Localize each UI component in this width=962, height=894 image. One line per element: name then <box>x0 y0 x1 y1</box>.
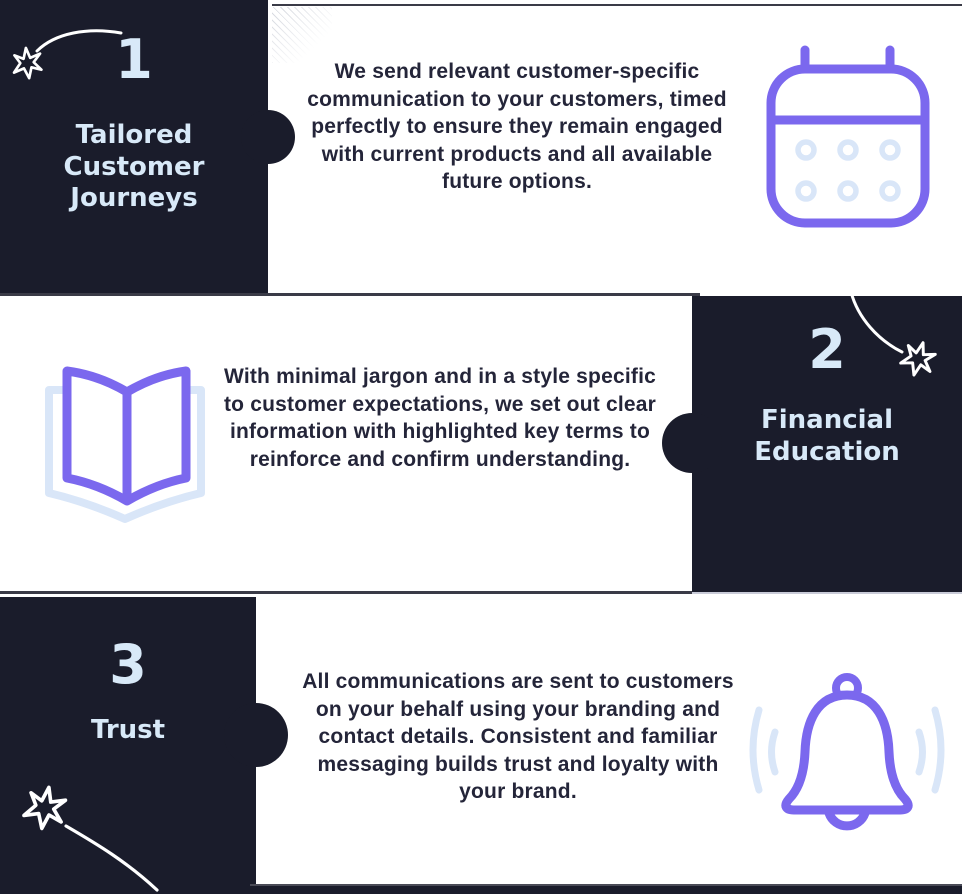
bottom-dark-bar <box>0 886 962 894</box>
bell-icon <box>749 673 945 831</box>
section1-whitebox-top-border <box>272 4 962 6</box>
section3-title: Trust <box>90 715 166 745</box>
section2-text: With minimal jargon and in a style speci… <box>223 365 657 471</box>
section1-dark-panel <box>0 0 268 293</box>
section1-text: We send relevant customer-specific commu… <box>307 60 727 193</box>
section2-number: 2 <box>808 318 846 381</box>
shooting-star-icon <box>22 785 159 892</box>
section3-number: 3 <box>109 633 147 696</box>
shooting-star-icon <box>849 292 937 377</box>
section1-title: Tailored Customer Journeys <box>63 120 205 214</box>
section1-panel-bump <box>241 110 295 164</box>
shooting-star-icon <box>12 29 123 80</box>
section3-whitebox-top-edge <box>692 592 962 594</box>
section1-number: 1 <box>115 28 153 91</box>
section3-dark-panel <box>0 597 256 894</box>
section3-text: All communications are sent to customers… <box>302 670 734 803</box>
section2-dark-panel <box>692 296 962 592</box>
open-book-icon <box>45 366 205 523</box>
section2-title: Financial Education <box>754 405 900 467</box>
section3-panel-bump <box>224 703 288 767</box>
corner-hatch-texture <box>272 7 332 63</box>
calendar-icon <box>766 45 930 228</box>
section3-whitebox-bottom-border <box>250 884 962 886</box>
section2-panel-bump <box>662 413 722 473</box>
section2-whitebox-bottom-border <box>0 591 700 594</box>
section2-whitebox-top-border <box>0 293 700 296</box>
